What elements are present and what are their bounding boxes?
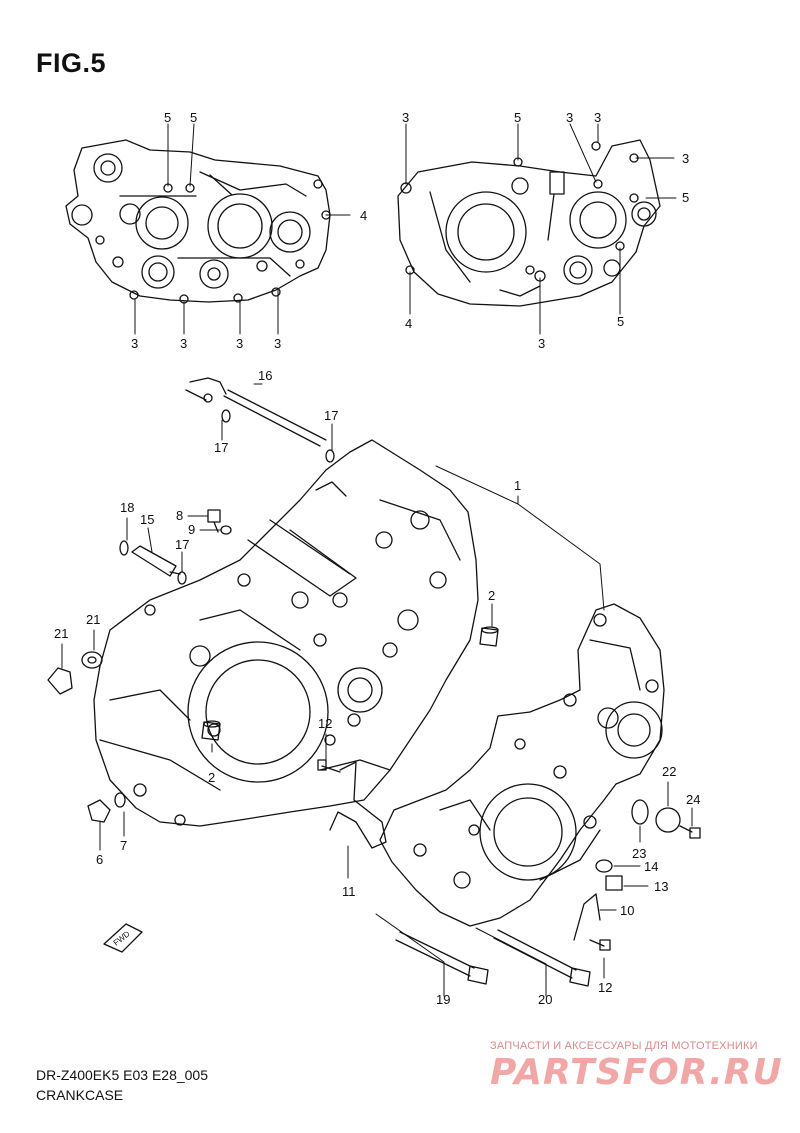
- callout-3: 3: [566, 110, 573, 125]
- oil-pipe-16: [185, 377, 327, 447]
- fwd-arrow-icon: FWD: [103, 923, 143, 953]
- gasket-23: [631, 799, 649, 825]
- o-ring-18: [119, 540, 129, 556]
- crankcase-left-inner-view: [65, 139, 331, 304]
- cap-21-b: [81, 651, 103, 669]
- callout-5: 5: [164, 110, 171, 125]
- leader-lines: [61, 123, 693, 997]
- model-code: DR-Z400EK5 E03 E28_005: [36, 1067, 208, 1083]
- o-ring-17-a: [221, 409, 231, 423]
- bolt-24: [679, 825, 701, 839]
- callout-22: 22: [662, 764, 676, 779]
- callout-3: 3: [594, 110, 601, 125]
- callout-3: 3: [682, 151, 689, 166]
- callout-4: 4: [360, 208, 367, 223]
- callout-5: 5: [514, 110, 521, 125]
- plug-22: [655, 807, 681, 833]
- callout-3: 3: [402, 110, 409, 125]
- crankcase-left-half: [93, 439, 479, 827]
- callout-12: 12: [598, 980, 612, 995]
- callout-23: 23: [632, 846, 646, 861]
- plug-13: [605, 875, 623, 891]
- callout-9: 9: [188, 522, 195, 537]
- callout-3: 3: [538, 336, 545, 351]
- o-ring-17-b: [325, 449, 335, 463]
- bolt-19: [395, 931, 489, 985]
- callout-3: 3: [274, 336, 281, 351]
- bolt-20: [493, 929, 591, 987]
- callout-19: 19: [436, 992, 450, 1007]
- callout-17: 17: [175, 537, 189, 552]
- callout-20: 20: [538, 992, 552, 1007]
- gasket-9: [220, 525, 232, 535]
- callout-17: 17: [324, 408, 338, 423]
- crankcase-right-inner-view: [397, 139, 661, 307]
- bolt-12-b: [589, 939, 611, 951]
- callout-labels: 5 5 3 3 3 3 4 3 5 3 3 3 5 4 3 5 16 17 17…: [54, 110, 700, 1007]
- callout-2: 2: [488, 588, 495, 603]
- callout-3: 3: [180, 336, 187, 351]
- callout-21: 21: [54, 626, 68, 641]
- plug-6: [87, 799, 111, 823]
- callout-16: 16: [258, 368, 272, 383]
- callout-12: 12: [318, 716, 332, 731]
- watermark-logo: PARTSFOR.RU: [490, 1052, 783, 1093]
- callout-21: 21: [86, 612, 100, 627]
- callout-11: 11: [342, 884, 356, 899]
- cap-21-a: [47, 667, 73, 695]
- callout-17: 17: [214, 440, 228, 455]
- gasket-14: [595, 859, 613, 873]
- callout-2: 2: [208, 770, 215, 785]
- dowel-pin-2-a: [479, 626, 499, 647]
- crankcase-right-half: [379, 603, 665, 927]
- callout-6: 6: [96, 852, 103, 867]
- callout-14: 14: [644, 859, 658, 874]
- callout-1: 1: [514, 478, 521, 493]
- pin-15: [131, 545, 181, 577]
- guide-plate-11: [329, 761, 387, 849]
- plug-8: [207, 509, 221, 533]
- callout-8: 8: [176, 508, 183, 523]
- callout-3: 3: [236, 336, 243, 351]
- dowel-pin-2-b: [201, 720, 221, 741]
- section-name: CRANKCASE: [36, 1087, 124, 1103]
- callout-10: 10: [620, 903, 634, 918]
- callout-4: 4: [405, 316, 412, 331]
- callout-5: 5: [617, 314, 624, 329]
- bolt-12-a: [317, 759, 341, 773]
- callout-5: 5: [682, 190, 689, 205]
- gasket-7: [114, 792, 126, 808]
- callout-18: 18: [120, 500, 134, 515]
- watermark-subtitle: ЗАПЧАСТИ И АКСЕССУАРЫ ДЛЯ МОТОТЕХНИКИ: [490, 1040, 758, 1052]
- callout-5: 5: [190, 110, 197, 125]
- callout-7: 7: [120, 838, 127, 853]
- callout-13: 13: [654, 879, 668, 894]
- callout-3: 3: [131, 336, 138, 351]
- plate-10: [573, 893, 601, 941]
- callout-15: 15: [140, 512, 154, 527]
- callout-24: 24: [686, 792, 700, 807]
- figure-title: FIG.5: [36, 48, 107, 78]
